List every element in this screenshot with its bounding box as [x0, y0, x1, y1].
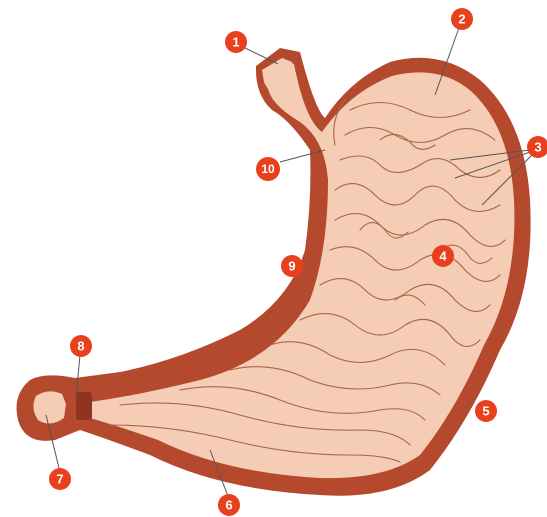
pylorus-lumen	[33, 391, 66, 423]
pyloric-sphincter	[76, 392, 92, 420]
marker-1-label: 1	[232, 35, 239, 50]
marker-7: 7	[49, 468, 71, 490]
marker-6: 6	[218, 494, 240, 516]
marker-4-label: 4	[439, 249, 447, 264]
marker-8: 8	[70, 335, 92, 357]
marker-2: 2	[451, 8, 473, 30]
marker-4: 4	[432, 245, 454, 267]
marker-9-label: 9	[288, 259, 295, 274]
marker-8-label: 8	[77, 339, 84, 354]
marker-9: 9	[281, 255, 303, 277]
marker-5: 5	[475, 400, 497, 422]
marker-3: 3	[527, 136, 547, 158]
marker-10: 10	[256, 157, 280, 181]
marker-10-label: 10	[261, 162, 275, 176]
marker-7-label: 7	[56, 472, 63, 487]
marker-5-label: 5	[482, 404, 489, 419]
marker-1: 1	[225, 31, 247, 53]
marker-6-label: 6	[225, 498, 232, 513]
marker-3-label: 3	[534, 140, 541, 155]
marker-2-label: 2	[458, 12, 465, 27]
